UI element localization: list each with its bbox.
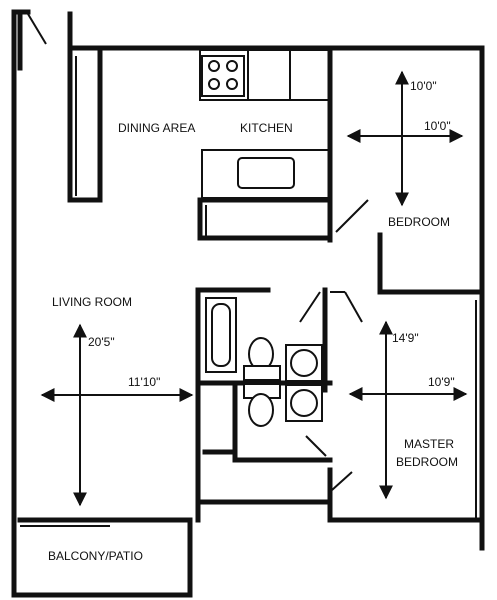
room-label-bedroom: BEDROOM (388, 215, 450, 229)
bathroom-core (195, 287, 363, 523)
kitchen-counters (197, 49, 333, 241)
toilet (248, 393, 274, 427)
burner-icon (208, 60, 220, 72)
entry-door (27, 13, 47, 45)
dim-living-length: 20'5" (88, 335, 115, 349)
room-label-dining: DINING AREA (118, 121, 195, 135)
burner-icon (208, 78, 220, 90)
closet-door (344, 291, 363, 323)
burner-icon (226, 60, 238, 72)
kitchen-sink (237, 157, 295, 189)
dim-living-width: 11'10" (128, 375, 160, 389)
room-label-balcony: BALCONY/PATIO (48, 549, 143, 563)
master-door (331, 471, 353, 491)
toilet-tank (243, 365, 281, 381)
dim-bedroom-length: 10'0" (410, 79, 437, 93)
dim-master-length: 14'9" (392, 331, 419, 345)
bath-door (305, 435, 327, 457)
exterior-walls (11, 9, 485, 598)
room-label-living: LIVING ROOM (52, 295, 132, 309)
closet-door (299, 291, 321, 323)
room-label-master-1: MASTER (404, 437, 454, 451)
stove (201, 55, 245, 97)
dim-master-width: 10'9" (428, 375, 455, 389)
bathtub-basin (211, 303, 231, 367)
entry-closet (67, 11, 103, 203)
dim-bedroom-width: 10'0" (424, 119, 451, 133)
room-label-master-2: BEDROOM (396, 455, 458, 469)
burner-icon (226, 78, 238, 90)
bedroom-door (335, 199, 369, 233)
room-label-kitchen: KITCHEN (240, 121, 293, 135)
bedroom-walls (327, 45, 485, 295)
dimension-arrows (40, 70, 468, 507)
